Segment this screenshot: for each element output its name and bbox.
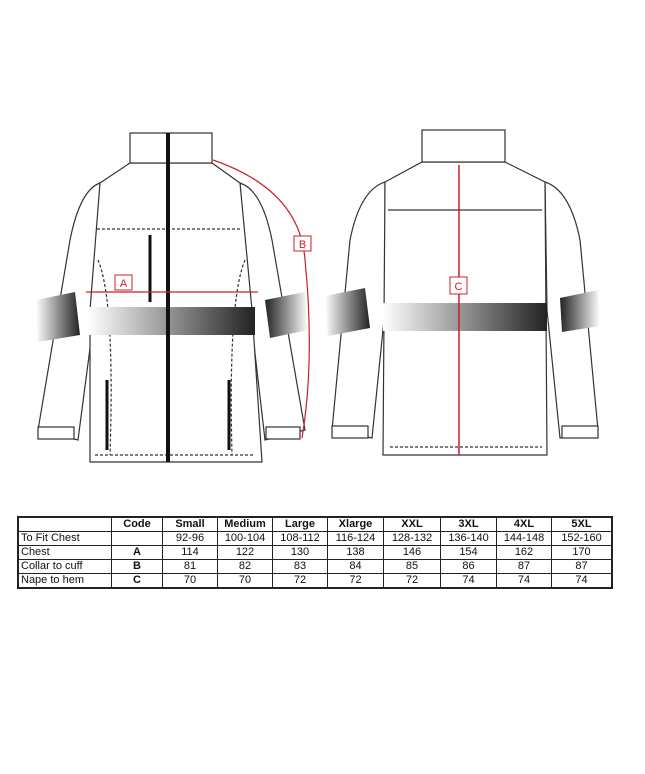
header-cell: 4XL bbox=[496, 516, 552, 532]
value-cell: 87 bbox=[496, 559, 552, 574]
value-cell: 122 bbox=[217, 545, 273, 560]
label-a: A bbox=[120, 278, 128, 290]
value-cell: 108-112 bbox=[272, 531, 328, 546]
value-cell: 74 bbox=[551, 573, 613, 589]
value-cell: 74 bbox=[496, 573, 552, 589]
value-cell: 154 bbox=[440, 545, 497, 560]
value-cell: 128-132 bbox=[383, 531, 441, 546]
value-cell: 87 bbox=[551, 559, 613, 574]
value-cell: 92-96 bbox=[162, 531, 218, 546]
row-label: Chest bbox=[17, 545, 112, 560]
code-cell: A bbox=[111, 545, 163, 560]
value-cell: 138 bbox=[327, 545, 384, 560]
value-cell: 162 bbox=[496, 545, 552, 560]
row-label: To Fit Chest bbox=[17, 531, 112, 546]
right-cuff bbox=[265, 426, 301, 440]
value-cell: 146 bbox=[383, 545, 441, 560]
jacket-measurement-diagram: A B C bbox=[36, 129, 600, 463]
value-cell: 82 bbox=[217, 559, 273, 574]
code-cell: B bbox=[111, 559, 163, 574]
header-cell: Small bbox=[162, 516, 218, 532]
value-cell: 70 bbox=[217, 573, 273, 589]
header-cell: Large bbox=[272, 516, 328, 532]
value-cell: 116-124 bbox=[327, 531, 384, 546]
header-cell: 3XL bbox=[440, 516, 497, 532]
value-cell: 170 bbox=[551, 545, 613, 560]
header-cell: Medium bbox=[217, 516, 273, 532]
value-cell: 81 bbox=[162, 559, 218, 574]
row-label: Nape to hem bbox=[17, 573, 112, 589]
value-cell: 72 bbox=[383, 573, 441, 589]
value-cell: 130 bbox=[272, 545, 328, 560]
header-cell: XXL bbox=[383, 516, 441, 532]
code-cell: C bbox=[111, 573, 163, 589]
label-c: C bbox=[455, 281, 463, 293]
row-label: Collar to cuff bbox=[17, 559, 112, 574]
value-cell: 136-140 bbox=[440, 531, 497, 546]
value-cell: 74 bbox=[440, 573, 497, 589]
back-jacket bbox=[325, 129, 600, 456]
table-header-row: Code Small Medium Large Xlarge XXL 3XL 4… bbox=[17, 516, 613, 532]
header-cell: Xlarge bbox=[327, 516, 384, 532]
label-b: B bbox=[299, 239, 306, 251]
value-cell: 144-148 bbox=[496, 531, 552, 546]
value-cell: 84 bbox=[327, 559, 384, 574]
value-cell: 100-104 bbox=[217, 531, 273, 546]
measurement-c: C bbox=[449, 165, 468, 455]
front-jacket bbox=[36, 132, 308, 463]
value-cell: 83 bbox=[272, 559, 328, 574]
measurement-a: A bbox=[86, 274, 258, 293]
code-cell bbox=[111, 531, 163, 546]
header-cell: 5XL bbox=[551, 516, 613, 532]
measurement-b: B bbox=[212, 159, 312, 439]
value-cell: 70 bbox=[162, 573, 218, 589]
value-cell: 114 bbox=[162, 545, 218, 560]
value-cell: 86 bbox=[440, 559, 497, 574]
front-collar bbox=[129, 132, 213, 164]
header-cell: Code bbox=[111, 516, 163, 532]
header-cell bbox=[17, 516, 112, 532]
left-cuff bbox=[37, 426, 75, 440]
value-cell: 72 bbox=[272, 573, 328, 589]
size-table: Code Small Medium Large Xlarge XXL 3XL 4… bbox=[17, 516, 613, 589]
value-cell: 85 bbox=[383, 559, 441, 574]
value-cell: 152-160 bbox=[551, 531, 613, 546]
value-cell: 72 bbox=[327, 573, 384, 589]
